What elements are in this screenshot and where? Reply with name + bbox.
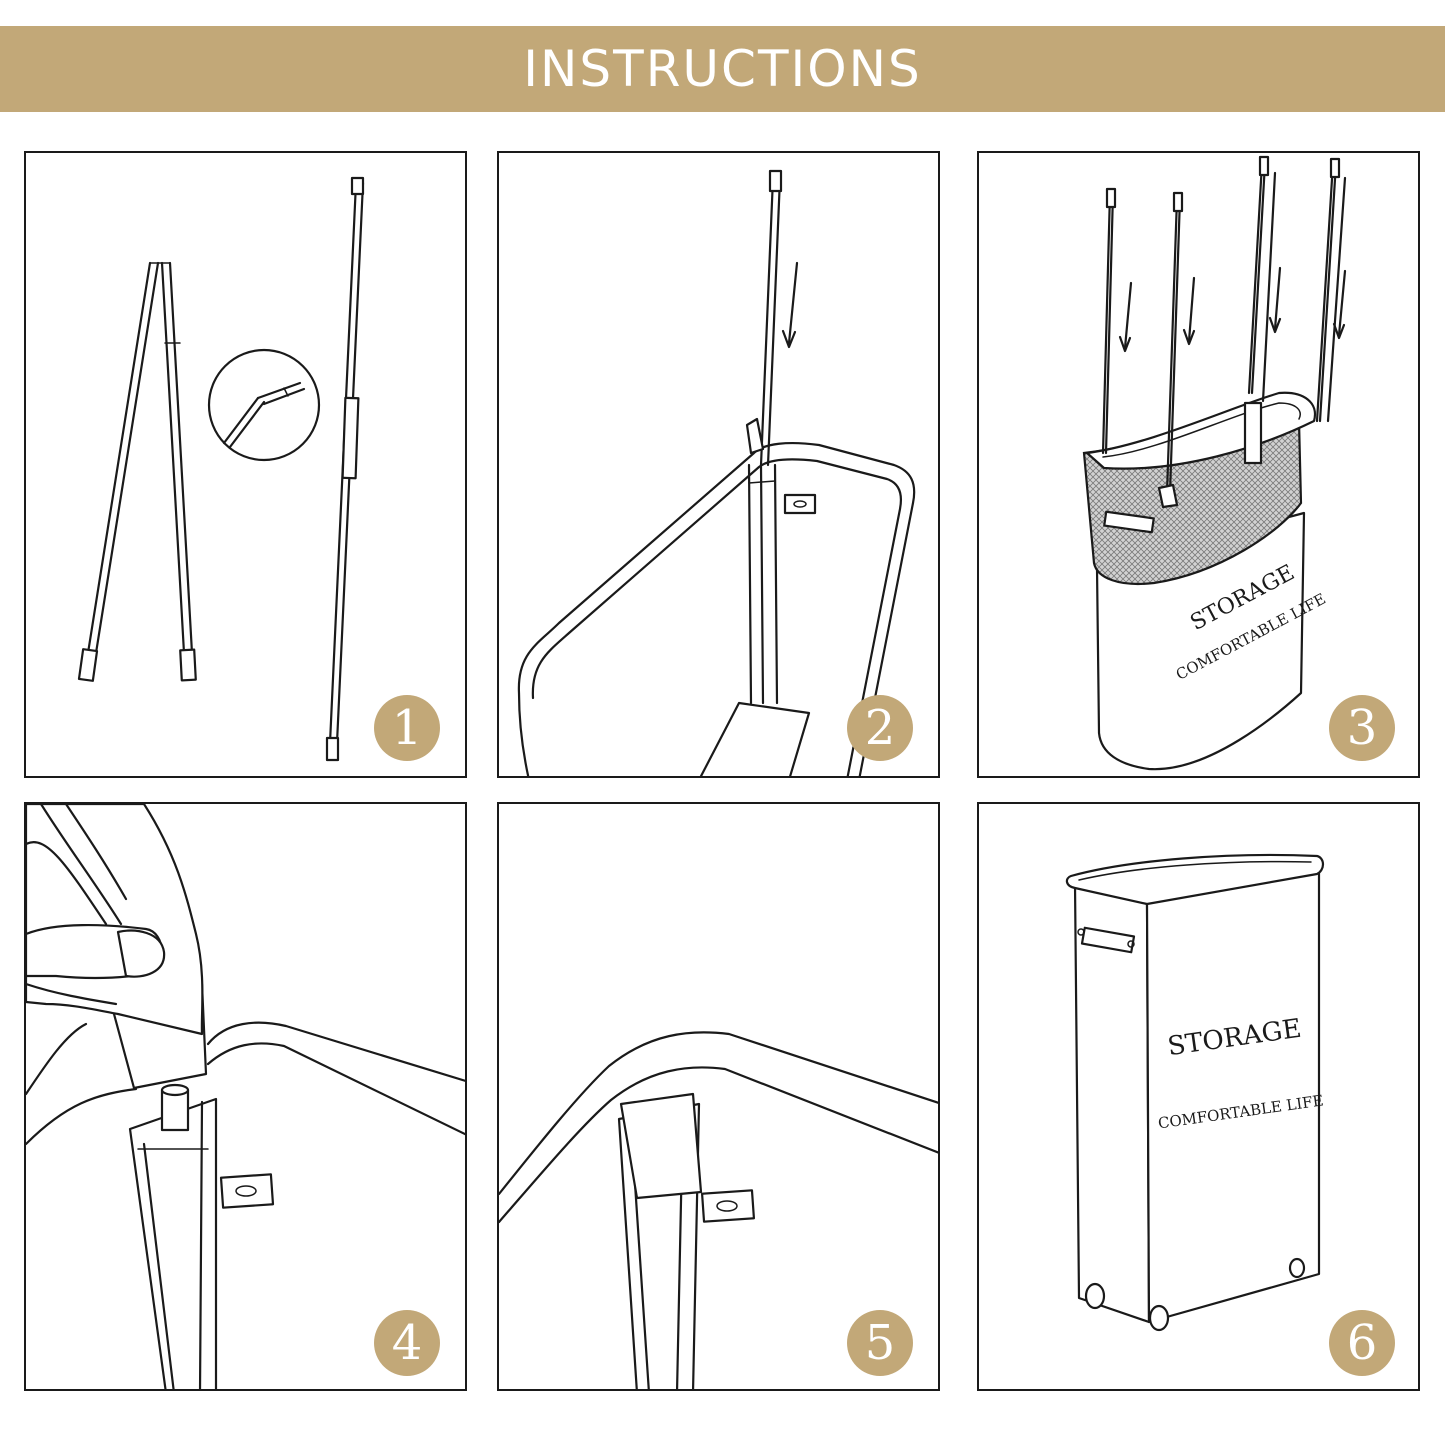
insert-all-poles-illustration: STORAGE COMFORTABLE LIFE	[1082, 155, 1347, 771]
banner-title: INSTRUCTIONS	[523, 40, 922, 98]
secure-tab-illustration	[499, 1031, 938, 1389]
down-arrows-icon	[1118, 266, 1347, 353]
poles-illustration	[77, 176, 365, 762]
step-4-panel: 4	[24, 802, 467, 1391]
step-number-badge: 5	[847, 1310, 913, 1376]
wheel-icon	[1288, 1257, 1306, 1279]
folded-pole-icon	[77, 261, 197, 682]
step-2-panel: 2	[497, 151, 940, 778]
step-number-badge: 2	[847, 695, 913, 761]
insert-pole-illustration	[517, 169, 916, 776]
step-3-panel: STORAGE COMFORTABLE LIFE 3	[977, 151, 1420, 778]
step-number-badge: 1	[374, 695, 440, 761]
wheel-icon	[1084, 1282, 1106, 1310]
joint-zoom-icon	[207, 348, 321, 462]
handle-icon	[1080, 926, 1136, 954]
instructions-banner: INSTRUCTIONS	[0, 26, 1445, 112]
handle-icon	[1103, 510, 1155, 534]
step-1-panel: 1	[24, 151, 467, 778]
step-number-badge: 4	[374, 1310, 440, 1376]
down-arrow-icon	[781, 261, 799, 349]
straight-pole-icon	[325, 176, 365, 762]
step-5-panel: 5	[497, 802, 940, 1391]
step-6-panel: STORAGE COMFORTABLE LIFE 6	[977, 802, 1420, 1391]
wheel-icon	[1148, 1304, 1170, 1332]
thumbnail-icon	[116, 929, 166, 978]
label-tag-icon	[219, 1173, 275, 1209]
press-pole-illustration	[26, 804, 465, 1389]
label-tag-icon	[700, 1189, 756, 1223]
finished-basket-illustration: STORAGE COMFORTABLE LIFE	[1065, 853, 1325, 1332]
step-number-badge: 3	[1329, 695, 1395, 761]
step-number-badge: 6	[1329, 1310, 1395, 1376]
label-tag-icon	[783, 493, 817, 515]
